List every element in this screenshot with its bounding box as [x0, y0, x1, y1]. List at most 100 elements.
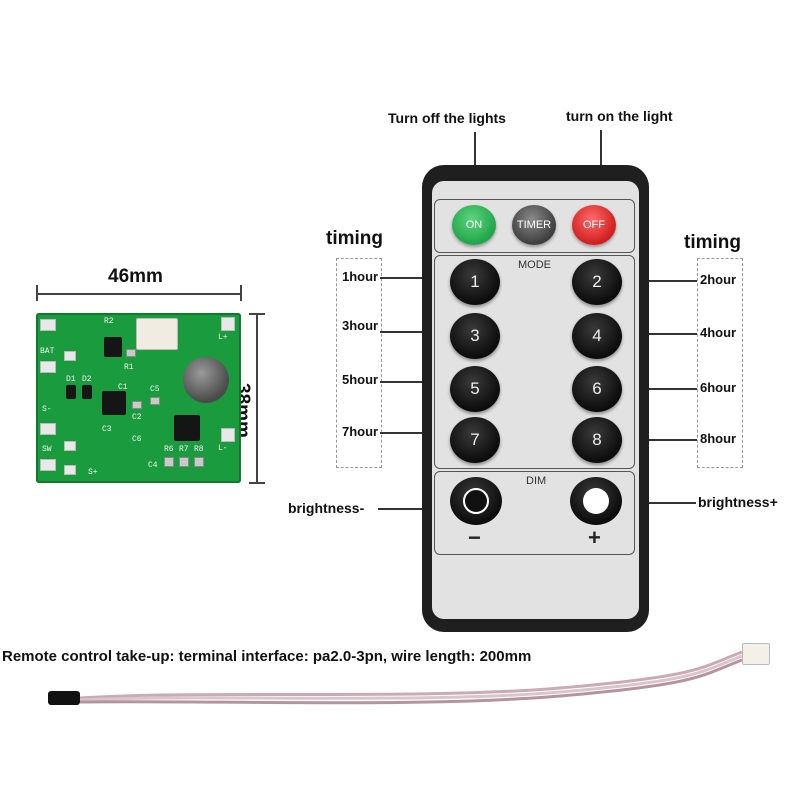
- pcb-pad: [40, 423, 56, 435]
- silk-c5: C5: [150, 385, 160, 394]
- silk-sw: SW: [42, 445, 52, 454]
- leader-3hour: [380, 331, 450, 333]
- leader-5hour: [380, 381, 450, 383]
- ir-sensor: [183, 357, 229, 403]
- pcb-pad: [40, 459, 56, 471]
- timing-left-label: timing: [326, 228, 383, 249]
- silk-l-plus: L+: [218, 333, 228, 342]
- silk-bat: BAT: [40, 347, 55, 356]
- silk-c6: C6: [132, 435, 142, 444]
- leader-8hour: [622, 439, 697, 441]
- pcb-capacitor: [150, 397, 160, 405]
- width-dimension-tick-right: [240, 285, 242, 301]
- button-4[interactable]: 4: [572, 313, 622, 359]
- silk-l-minus: L-: [218, 444, 228, 453]
- button-8[interactable]: 8: [572, 417, 622, 463]
- dim-label: DIM: [526, 475, 547, 487]
- timing-right-label: timing: [684, 232, 741, 253]
- button-5[interactable]: 5: [450, 366, 500, 412]
- brightness-down-button[interactable]: [450, 477, 502, 525]
- silk-c4: C4: [148, 461, 158, 470]
- pcb-pad: [40, 361, 56, 373]
- leader-brightness-plus: [626, 502, 696, 504]
- pcb-pad: [64, 351, 76, 361]
- pcb-pad: [64, 465, 76, 475]
- hour-label-1: 1hour: [342, 269, 379, 284]
- width-dimension-tick-left: [36, 285, 38, 301]
- timer-button[interactable]: TIMER: [512, 205, 556, 245]
- button-6[interactable]: 6: [572, 366, 622, 412]
- mode-label: MODE: [518, 259, 551, 271]
- pcb-pad: [221, 428, 235, 442]
- silk-d2: D2: [82, 375, 92, 384]
- silk-c1: C1: [118, 383, 128, 392]
- left-timing-box: [336, 258, 382, 468]
- plus-sign: +: [588, 525, 601, 550]
- pcb-transistor: [104, 337, 122, 357]
- height-dimension-line: [256, 313, 258, 483]
- button-2[interactable]: 2: [572, 259, 622, 305]
- pcb-ic-chip: [174, 415, 200, 441]
- hour-label-7: 7hour: [342, 424, 379, 439]
- label-turn-on-light: turn on the light: [566, 108, 673, 124]
- silk-r8: R8: [194, 445, 204, 454]
- pcb-resistor: [179, 457, 189, 467]
- on-button[interactable]: ON: [452, 205, 496, 245]
- remote-face: ON TIMER OFF MODE 1 2 3 4 5 6 7 8 DIM − …: [432, 181, 639, 619]
- hour-label-2: 2hour: [700, 272, 737, 287]
- silk-s-plus: S+: [88, 468, 98, 477]
- pcb-pad: [64, 441, 76, 451]
- leader-7hour: [380, 432, 450, 434]
- caption: Remote control take-up: terminal interfa…: [2, 648, 532, 665]
- silk-s-minus: S-: [42, 405, 52, 414]
- hour-label-5: 5hour: [342, 372, 379, 387]
- silk-r7: R7: [179, 445, 189, 454]
- brightness-up-button[interactable]: [570, 477, 622, 525]
- pcb-resistor: [164, 457, 174, 467]
- pcb-width-label: 46mm: [108, 266, 163, 287]
- pcb-pad: [40, 319, 56, 331]
- height-dimension-tick-top: [249, 313, 265, 315]
- silk-r2: R2: [104, 317, 114, 326]
- leader-1hour: [380, 277, 450, 279]
- leader-6hour: [622, 388, 697, 390]
- button-3[interactable]: 3: [450, 313, 500, 359]
- pcb-resistor: [194, 457, 204, 467]
- silk-r6: R6: [164, 445, 174, 454]
- minus-sign: −: [468, 525, 481, 550]
- height-dimension-tick-bottom: [249, 482, 265, 484]
- pcb-capacitor: [126, 349, 136, 357]
- silk-c3: C3: [102, 425, 112, 434]
- hour-label-4: 4hour: [700, 325, 737, 340]
- sun-filled-icon: [583, 488, 609, 514]
- silk-r1: R1: [124, 363, 134, 372]
- silk-c2: C2: [132, 413, 142, 422]
- pcb-diode: [66, 385, 76, 399]
- leader-4hour: [622, 333, 697, 335]
- ir-receiver-head: [48, 691, 80, 705]
- label-turn-off-lights: Turn off the lights: [388, 110, 506, 126]
- remote-control: ON TIMER OFF MODE 1 2 3 4 5 6 7 8 DIM − …: [422, 165, 649, 632]
- brightness-plus-label: brightness+: [698, 494, 778, 510]
- remote-mode-frame: [434, 255, 635, 469]
- width-dimension-line: [36, 293, 241, 295]
- pcb-capacitor: [132, 401, 142, 409]
- hour-label-3: 3hour: [342, 318, 379, 333]
- remote-top-frame: [434, 199, 635, 253]
- pcb-diode: [82, 385, 92, 399]
- leader-brightness-minus: [378, 508, 450, 510]
- pcb-connector: [136, 318, 178, 350]
- cable-plug: [742, 643, 770, 665]
- remote-dim-frame: [434, 471, 635, 555]
- sun-outline-icon: [463, 488, 489, 514]
- button-7[interactable]: 7: [450, 417, 500, 463]
- off-button[interactable]: OFF: [572, 205, 616, 245]
- pcb-pad: [221, 317, 235, 331]
- pcb-ic-chip: [102, 391, 126, 415]
- hour-label-8: 8hour: [700, 431, 737, 446]
- brightness-minus-label: brightness-: [288, 500, 365, 516]
- hour-label-6: 6hour: [700, 380, 737, 395]
- button-1[interactable]: 1: [450, 259, 500, 305]
- silk-d1: D1: [66, 375, 76, 384]
